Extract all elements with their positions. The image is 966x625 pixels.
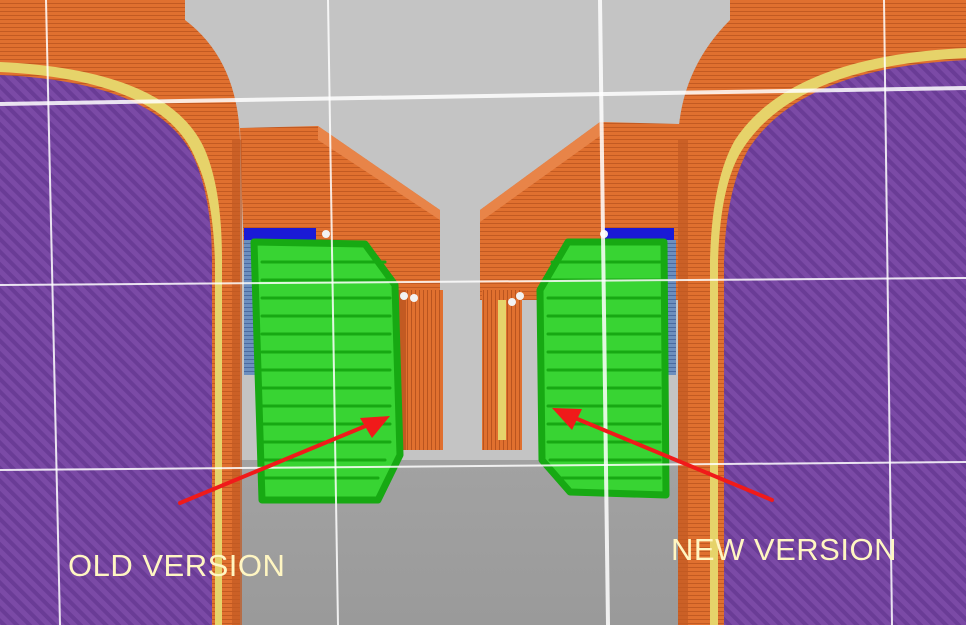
- arrow-new-icon: [552, 408, 774, 502]
- new-version-label: NEW VERSION: [671, 532, 897, 567]
- old-version-label: OLD VERSION: [68, 548, 286, 583]
- right-part: [480, 0, 966, 625]
- arrow-old-icon: [178, 416, 390, 505]
- support-old: [250, 238, 404, 504]
